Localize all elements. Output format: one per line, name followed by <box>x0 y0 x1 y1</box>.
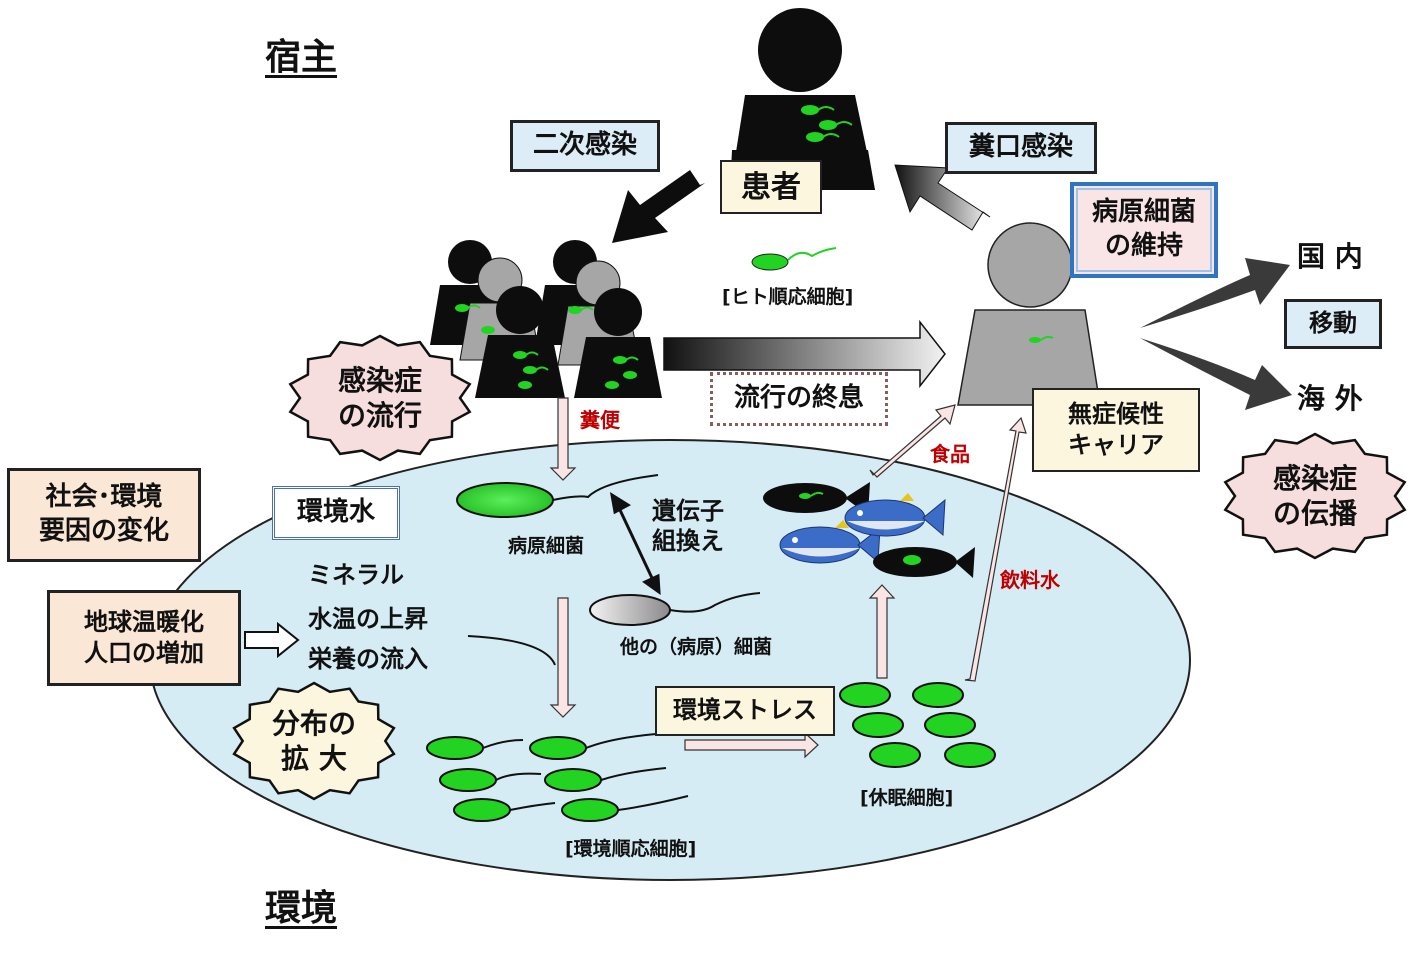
fecal-oral-label: 糞口感染 <box>968 132 1073 163</box>
expansion-line1: 分布の <box>271 707 356 740</box>
epidemic-line2: の流行 <box>337 398 422 432</box>
box-asymptomatic-carrier: 無症候性 キャリア <box>1032 388 1200 472</box>
arrow-end-of-epidemic <box>663 319 946 389</box>
arrow-food <box>869 404 956 478</box>
epidemic-line1: 感染症 <box>337 363 422 397</box>
label-drinking-water: 飲料水 <box>1000 568 1060 592</box>
label-feces: 糞便 <box>580 408 620 432</box>
env-stress-label: 環境ストレス <box>673 696 817 725</box>
label-domestic: 国 内 <box>1297 240 1363 273</box>
spread-line1: 感染症 <box>1272 461 1357 495</box>
gene-recomb-line1: 遺伝子 <box>652 497 724 525</box>
carrier-line2: キャリア <box>1068 431 1164 459</box>
star-spread <box>1223 432 1407 560</box>
box-secondary-infection: 二次感染 <box>510 120 660 172</box>
arrow-dormant-to-fish <box>868 584 896 679</box>
pathogen-maintenance-line2: の維持 <box>1104 231 1183 261</box>
arrow-gene-recombination <box>609 491 661 596</box>
box-pathogen-maintenance: 病原細菌 の維持 <box>1070 182 1218 278</box>
gene-recomb-line2: 組換え <box>652 527 724 555</box>
label-other-bacteria: 他の（病原）細菌 <box>620 636 773 658</box>
movement-label: 移動 <box>1309 309 1357 338</box>
fish-group <box>763 482 975 578</box>
patient-label: 患者 <box>741 169 801 205</box>
box-movement: 移動 <box>1284 299 1382 349</box>
connector-curve <box>467 635 556 666</box>
box-env-stress: 環境ストレス <box>655 686 835 736</box>
warming-line1: 地球温暖化 <box>84 607 204 636</box>
box-warming: 地球温暖化 人口の増加 <box>47 590 241 686</box>
arrow-secondary-infection <box>612 170 705 243</box>
arrow-feces <box>549 397 577 481</box>
label-food: 食品 <box>930 442 970 466</box>
box-patient: 患者 <box>720 160 822 214</box>
label-dormant: [休眠細胞] <box>860 787 954 809</box>
label-nutrient: 栄養の流入 <box>308 645 428 673</box>
box-end-of-epidemic: 流行の終息 <box>710 372 888 426</box>
dormant-cells <box>839 682 996 768</box>
host-title: 宿主 <box>265 37 338 78</box>
box-fecal-oral: 糞口感染 <box>945 122 1097 174</box>
arrow-env-stress <box>684 731 819 759</box>
env-adapted-cells <box>426 733 689 822</box>
label-human-adapted: [ヒト順応細胞] <box>722 286 854 308</box>
asymptomatic-carrier-figure <box>957 222 1101 406</box>
human-adapted-bacterium <box>751 247 837 271</box>
star-spread-text: 感染症 の伝播 <box>1225 438 1405 553</box>
box-environment-water: 環境水 <box>272 486 400 540</box>
other-bacterium <box>589 592 761 626</box>
end-of-epidemic-label: 流行の終息 <box>733 383 864 414</box>
star-epidemic <box>288 334 472 462</box>
environment-title: 環境 <box>265 888 338 929</box>
infected-group <box>430 240 662 398</box>
env-water-label: 環境水 <box>296 497 375 528</box>
star-expansion-text: 分布の 拡 大 <box>233 686 395 796</box>
label-water-temp: 水温の上昇 <box>308 605 428 633</box>
warming-line2: 人口の増加 <box>84 639 204 667</box>
pathogen-maintenance-line1: 病原細菌 <box>1091 197 1196 228</box>
spread-line2: の伝播 <box>1272 496 1357 530</box>
secondary-infection-label: 二次感染 <box>532 130 637 161</box>
label-mineral: ミネラル <box>308 561 404 589</box>
box-social-env-change: 社会･環境 要因の変化 <box>7 468 201 562</box>
label-gene-recombination: 遺伝子 組換え <box>652 496 724 556</box>
arrow-overseas <box>1140 338 1292 410</box>
arrow-domestic <box>1140 258 1290 328</box>
label-pathogen: 病原細菌 <box>508 535 585 557</box>
label-env-adapted: [環境順応細胞] <box>565 838 697 860</box>
star-expansion <box>232 681 396 801</box>
label-overseas: 海 外 <box>1297 382 1363 415</box>
pathogen-bacterium <box>456 474 659 518</box>
star-epidemic-text: 感染症 の流行 <box>290 340 470 455</box>
arrow-fecal-oral <box>894 164 991 231</box>
arrow-pathogen-down <box>549 597 577 718</box>
arrow-warming <box>244 621 300 659</box>
carrier-line1: 無症候性 <box>1068 399 1164 428</box>
expansion-line2: 拡 大 <box>281 742 347 775</box>
social-env-line1: 社会･環境 <box>45 482 163 513</box>
arrow-drinking-water <box>964 416 1027 682</box>
social-env-line2: 要因の変化 <box>38 516 169 546</box>
